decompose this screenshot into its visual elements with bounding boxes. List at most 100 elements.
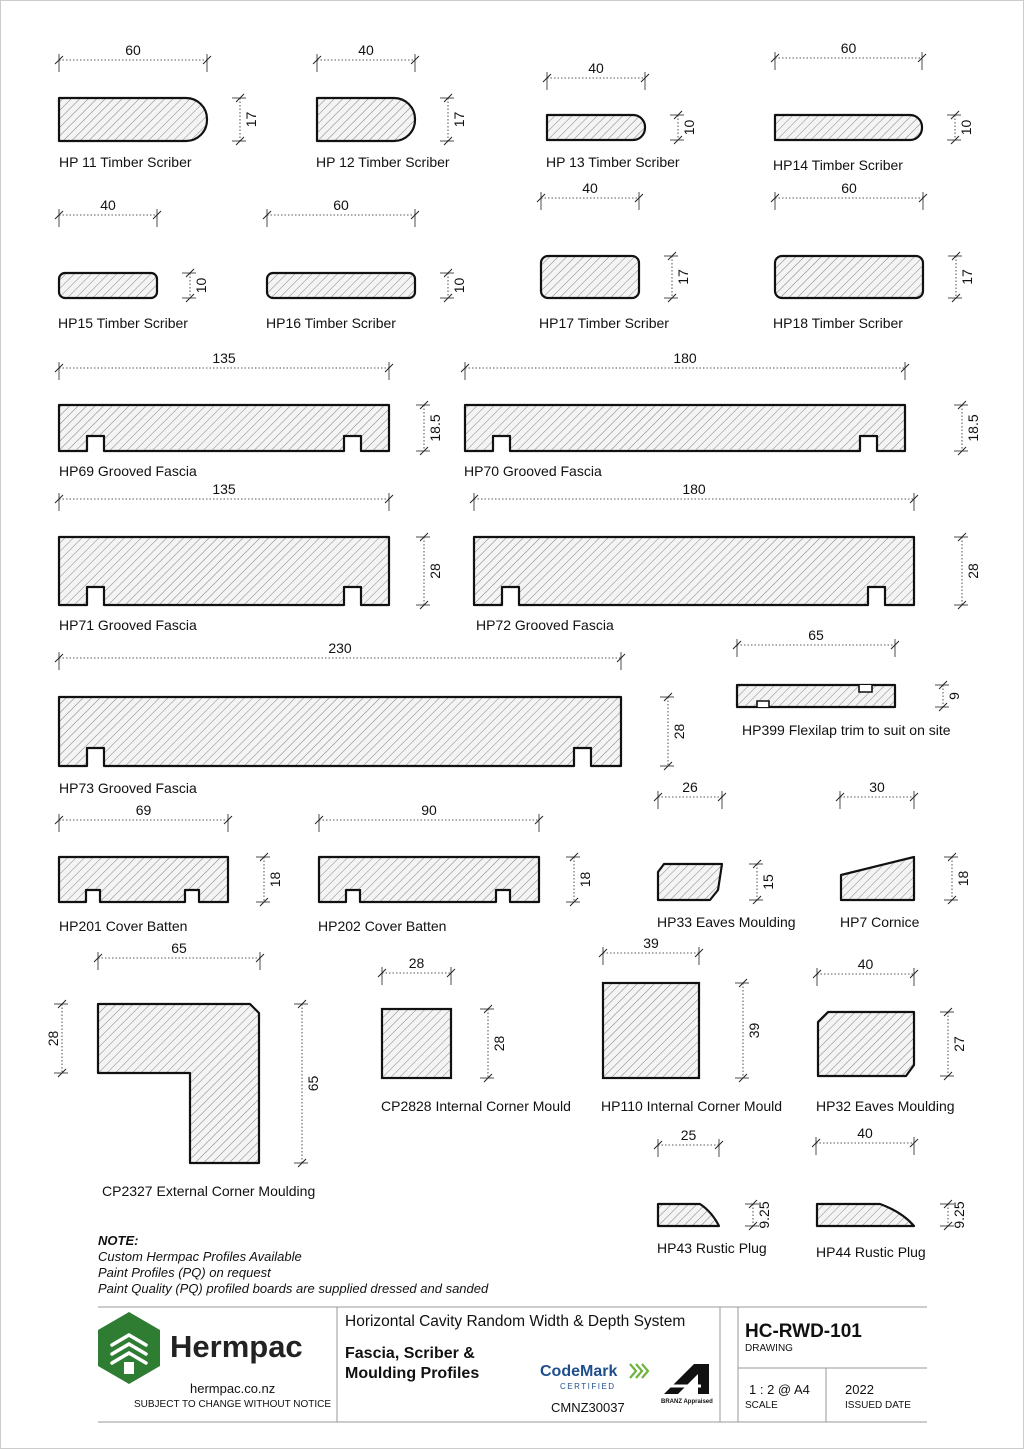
dimension-height-label: 28 <box>491 1036 507 1052</box>
codemark-certified-text: CERTIFIED <box>560 1382 616 1391</box>
dimension-width-label: 69 <box>136 802 152 818</box>
cp2828-label: CP2828 Internal Corner Mould <box>381 1098 571 1114</box>
dimension-width-label: 60 <box>841 180 857 196</box>
hp44-label: HP44 Rustic Plug <box>816 1244 926 1260</box>
certificate-number: CMNZ30037 <box>551 1400 625 1415</box>
hp71-label: HP71 Grooved Fascia <box>59 617 197 633</box>
dimension-width-label: 65 <box>808 627 824 643</box>
hp69-profile-shape <box>57 403 391 453</box>
dimension-height-label: 17 <box>959 269 975 285</box>
hp17-profile-shape <box>539 254 641 300</box>
hp44-profile-shape <box>815 1202 916 1228</box>
company-name: Hermpac <box>170 1329 303 1364</box>
hp14-label: HP14 Timber Scriber <box>773 157 903 173</box>
drawing-number: HC-RWD-101 <box>745 1321 862 1342</box>
hp11-label: HP 11 Timber Scriber <box>59 154 192 170</box>
dimension-width-label: 60 <box>333 197 349 213</box>
scale-value: 1 : 2 @ A4 <box>749 1382 810 1397</box>
hp15-profile-shape <box>57 271 159 300</box>
note-line: Paint Quality (PQ) profiled boards are s… <box>98 1281 489 1296</box>
dimension-width-label: 180 <box>673 350 697 366</box>
company-website: hermpac.co.nz <box>190 1381 276 1396</box>
dimension-height-label: 28 <box>965 563 981 579</box>
dimension-width-label: 40 <box>358 42 374 58</box>
dimension-width-label: 90 <box>421 802 437 818</box>
drawing-note: NOTE: Custom Hermpac Profiles Available … <box>98 1233 488 1297</box>
hp18-profile-shape <box>773 254 925 300</box>
hermpac-logo-icon <box>98 1312 160 1384</box>
hp202-profile-shape <box>317 855 541 904</box>
dimension-width-label: 230 <box>328 640 352 656</box>
dimension-height-label: 15 <box>760 874 776 890</box>
hp32-profile-shape <box>816 1010 916 1078</box>
hp17-label: HP17 Timber Scriber <box>539 315 669 331</box>
hp110-label: HP110 Internal Corner Mould <box>601 1098 782 1114</box>
dimension-height-label: 17 <box>243 112 259 128</box>
hp72-profile-shape <box>472 535 916 607</box>
dimension-height-label: 39 <box>746 1023 762 1039</box>
dimension-height-label: 28 <box>427 563 443 579</box>
dimension-height-label: 17 <box>451 112 467 128</box>
hp70-profile-shape <box>463 403 907 453</box>
dimension-width-label: 40 <box>100 197 116 213</box>
dimension-height-label: 65 <box>305 1076 321 1092</box>
hp14-profile-shape <box>773 113 924 142</box>
hp202-label: HP202 Cover Batten <box>318 918 446 934</box>
dimension-height-label: 28 <box>45 1031 61 1047</box>
dimension-height-label: 9.25 <box>951 1201 967 1228</box>
dimension-width-label: 180 <box>682 481 706 497</box>
hp201-profile-shape <box>57 855 230 904</box>
dimension-height-label: 10 <box>193 278 209 294</box>
disclaimer: SUBJECT TO CHANGE WITHOUT NOTICE <box>134 1399 332 1410</box>
dimension-width-label: 26 <box>682 779 698 795</box>
hp399-profile-shape <box>735 683 897 709</box>
dimension-width-label: 60 <box>125 42 141 58</box>
dimension-height-label: 10 <box>958 120 974 136</box>
dimension-width-label: 40 <box>582 180 598 196</box>
dimension-width-label: 40 <box>588 60 604 76</box>
hp110-profile-shape <box>601 981 701 1080</box>
note-heading: NOTE: <box>98 1233 139 1248</box>
dimension-width-label: 40 <box>858 956 874 972</box>
dimension-width-label: 39 <box>643 935 659 951</box>
issued-date: 2022 <box>845 1382 874 1397</box>
hp18-label: HP18 Timber Scriber <box>773 315 903 331</box>
hp43-label: HP43 Rustic Plug <box>657 1240 767 1256</box>
hp73-label: HP73 Grooved Fascia <box>59 780 197 796</box>
dimension-width-label: 28 <box>409 955 425 971</box>
dimension-height-label: 18.5 <box>427 414 443 441</box>
hp13-label: HP 13 Timber Scriber <box>546 154 680 170</box>
branz-label: BRANZ Appraised <box>661 1399 713 1405</box>
hp13-profile-shape <box>545 113 647 142</box>
dimension-height-label: 18 <box>955 871 971 887</box>
hp71-profile-shape <box>57 535 391 607</box>
issued-date-label: ISSUED DATE <box>845 1400 911 1411</box>
title-block-frame <box>98 1306 927 1423</box>
system-name: Horizontal Cavity Random Width & Depth S… <box>345 1313 686 1330</box>
hp70-label: HP70 Grooved Fascia <box>464 463 602 479</box>
dimension-height-label: 17 <box>675 269 691 285</box>
cp2828-profile-shape <box>380 1007 453 1080</box>
hp33-profile-shape <box>656 862 724 902</box>
hp12-label: HP 12 Timber Scriber <box>316 154 450 170</box>
hp32-label: HP32 Eaves Moulding <box>816 1098 955 1114</box>
hp72-label: HP72 Grooved Fascia <box>476 617 614 633</box>
hp15-label: HP15 Timber Scriber <box>58 315 188 331</box>
cp2327-profile-shape <box>96 1002 261 1165</box>
dimension-height-label: 10 <box>451 278 467 294</box>
dimension-width-label: 135 <box>212 350 236 366</box>
drawing-title-line-2: Moulding Profiles <box>345 1365 480 1382</box>
dimension-width-label: 60 <box>841 40 857 56</box>
hp7-profile-shape <box>839 855 916 902</box>
hp73-profile-shape <box>57 695 623 768</box>
scale-label: SCALE <box>745 1400 778 1411</box>
dimension-height-label: 27 <box>951 1036 967 1052</box>
codemark-logo-icon <box>629 1363 650 1379</box>
dimension-height-label: 18.5 <box>965 414 981 441</box>
hp11-profile-shape <box>57 96 209 143</box>
note-line: Custom Hermpac Profiles Available <box>98 1249 302 1264</box>
hp43-profile-shape <box>656 1202 721 1228</box>
hp12-profile-shape <box>315 96 417 143</box>
hp16-label: HP16 Timber Scriber <box>266 315 396 331</box>
